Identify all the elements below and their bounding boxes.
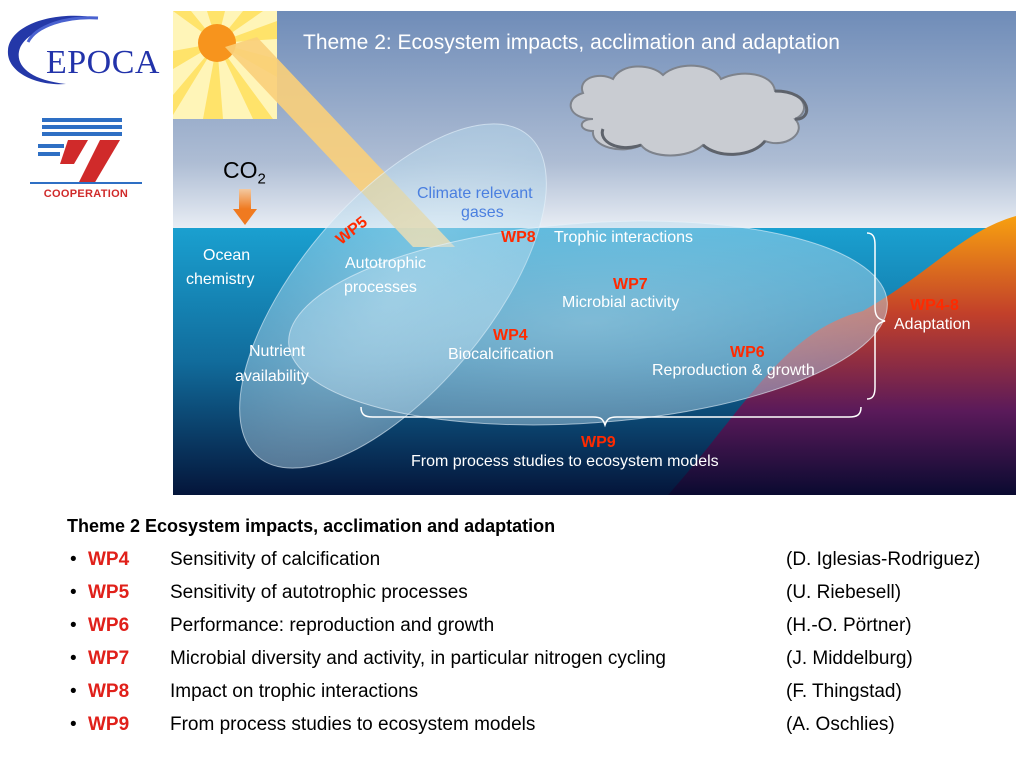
bullet: •	[70, 582, 77, 603]
biocalc-label: Biocalcification	[448, 346, 554, 363]
bullet: •	[70, 681, 77, 702]
fp7-seven-icon	[30, 118, 142, 184]
diagram-title: Theme 2: Ecosystem impacts, acclimation …	[303, 31, 840, 54]
wp-description: Microbial diversity and activity, in par…	[170, 648, 666, 669]
fp7-cooperation-logo: COOPERATION	[28, 114, 144, 206]
co2-label: CO2	[223, 157, 266, 188]
models-label: From process studies to ecosystem models	[411, 453, 719, 470]
nutrient-line1: Nutrient	[249, 343, 306, 360]
list-item: • WP5 Sensitivity of autotrophic process…	[0, 582, 1024, 612]
list-heading: Theme 2 Ecosystem impacts, acclimation a…	[67, 516, 556, 536]
wp-author: (J. Middelburg)	[786, 648, 913, 669]
wp6-label: WP6	[730, 344, 765, 361]
reproduction-label: Reproduction & growth	[652, 362, 815, 379]
wp-code: WP9	[88, 714, 130, 735]
wp-description: From process studies to ecosystem models	[170, 714, 536, 735]
wp-description: Sensitivity of calcification	[170, 549, 381, 570]
wp8-label: WP8	[501, 229, 536, 246]
wp-description: Sensitivity of autotrophic processes	[170, 582, 468, 603]
wp-author: (A. Oschlies)	[786, 714, 895, 735]
list-item: • WP8 Impact on trophic interactions (F.…	[0, 681, 1024, 711]
ocean-chemistry-line1: Ocean	[203, 247, 251, 264]
diagram-background	[173, 11, 1016, 495]
wp4-label: WP4	[493, 327, 528, 344]
list-item: • WP9 From process studies to ecosystem …	[0, 714, 1024, 744]
bullet: •	[70, 615, 77, 636]
co2-main: CO	[223, 157, 258, 183]
wp-description: Performance: reproduction and growth	[170, 615, 495, 636]
wp-author: (D. Iglesias-Rodriguez)	[786, 549, 981, 570]
fp7-cooperation-text: COOPERATION	[43, 188, 129, 200]
epoca-logo: EPOCA	[6, 14, 174, 90]
nutrient-line2: availability	[235, 368, 309, 385]
wp7-label: WP7	[613, 276, 648, 293]
wp9-label: WP9	[581, 434, 616, 451]
ecosystem-diagram: Theme 2: Ecosystem impacts, acclimation …	[173, 11, 1016, 495]
wp-code: WP6	[88, 615, 130, 636]
ocean-chemistry-line2: chemistry	[186, 271, 255, 288]
wp4-8-label: WP4-8	[910, 297, 959, 314]
wp-code: WP8	[88, 681, 130, 702]
co2-subscript: 2	[257, 170, 266, 188]
wp-description: Impact on trophic interactions	[170, 681, 419, 702]
wp-author: (F. Thingstad)	[786, 681, 902, 702]
list-item: • WP4 Sensitivity of calcification (D. I…	[0, 549, 1024, 579]
adaptation-label: Adaptation	[894, 316, 971, 333]
list-item: • WP7 Microbial diversity and activity, …	[0, 648, 1024, 678]
epoca-logo-text: EPOCA	[46, 44, 160, 81]
list-item: • WP6 Performance: reproduction and grow…	[0, 615, 1024, 645]
epoca-swoosh-icon	[7, 15, 99, 85]
bullet: •	[70, 549, 77, 570]
wp-author: (H.-O. Pörtner)	[786, 615, 912, 636]
wp-code: WP7	[88, 648, 130, 669]
work-package-list: Theme 2 Ecosystem impacts, acclimation a…	[0, 510, 1024, 750]
autotrophic-line1: Autotrophic	[345, 255, 426, 272]
trophic-label: Trophic interactions	[554, 229, 694, 246]
autotrophic-line2: processes	[344, 279, 417, 296]
wp-code: WP5	[88, 582, 130, 603]
bullet: •	[70, 714, 77, 735]
microbial-label: Microbial activity	[562, 294, 680, 311]
wp-author: (U. Riebesell)	[786, 582, 902, 603]
bullet: •	[70, 648, 77, 669]
climate-gases-line1: Climate relevant	[417, 185, 533, 202]
climate-gases-line2: gases	[461, 204, 504, 221]
wp-code: WP4	[88, 549, 130, 570]
